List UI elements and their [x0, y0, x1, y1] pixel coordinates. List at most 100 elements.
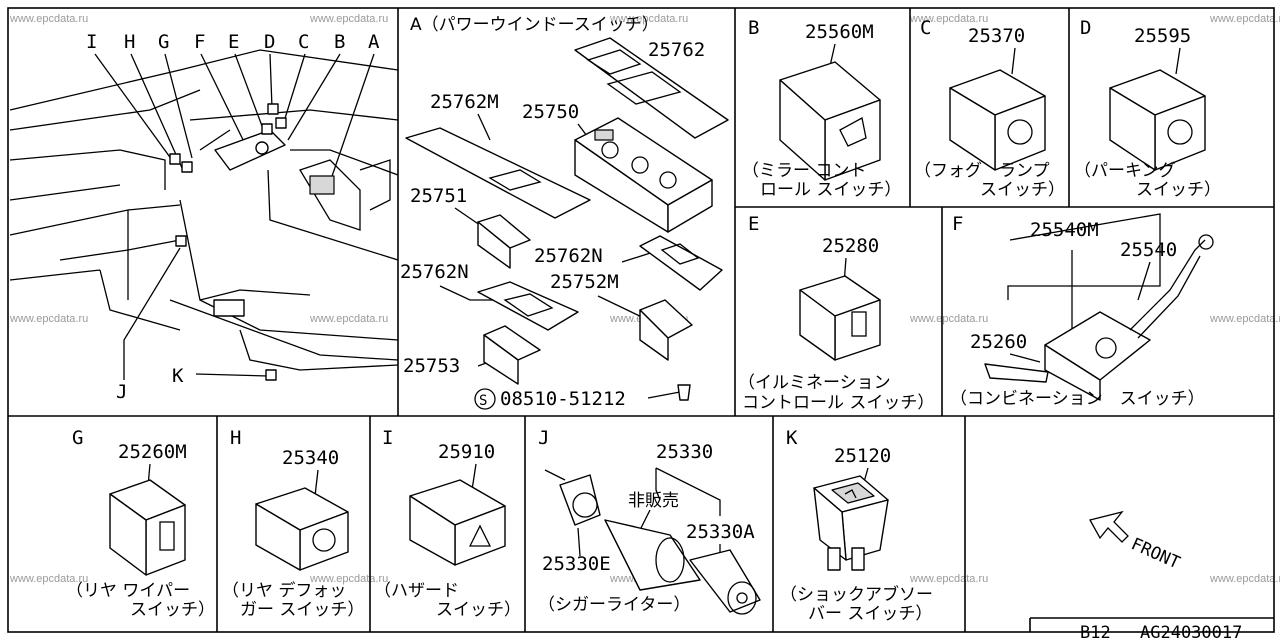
panel-f-letter: F [952, 213, 963, 235]
watermark-text: www.epcdata.ru [1209, 313, 1280, 325]
shock-absorber-arrow-icon [844, 489, 857, 499]
bezel-25762 [574, 37, 729, 139]
panel-d-letter: D [1080, 17, 1091, 39]
panel-e-illumination-switch: E 25280 （イルミネーション コントロール スイッチ） [738, 213, 934, 413]
part-number-25910: 25910 [438, 441, 495, 463]
callout-letter-j: J [116, 381, 127, 403]
part-number-25753: 25753 [403, 355, 460, 377]
caption-h-line2: ガー スイッチ） [240, 600, 364, 620]
callout-letter-a: A [368, 31, 380, 53]
panel-a-power-window: A（パワーウインドースイッチ） 25762 25762M 25750 25751… [400, 15, 729, 410]
watermark-text: www.epcdata.ru [9, 13, 88, 25]
caption-g-line1: （リヤ ワイパー [66, 581, 190, 601]
screw-part-number: 08510-51212 [500, 388, 626, 410]
lever-25260 [984, 363, 1049, 383]
watermark-text: www.epcdata.ru [309, 313, 388, 325]
part-number-25751: 25751 [410, 185, 467, 207]
fog-lamp-icon [1007, 119, 1033, 145]
panel-e-letter: E [748, 213, 759, 235]
caption-c-line2: スイッチ） [980, 180, 1065, 200]
panel-g-rear-wiper-switch: G 25260M （リヤ ワイパー スイッチ） [66, 427, 215, 620]
rear-defogger-icon [312, 528, 336, 552]
panel-c-fog-lamp-switch: C 25370 （フォグ ランプ スイッチ） [914, 17, 1065, 200]
front-arrow-icon [1089, 510, 1129, 543]
part-number-25340: 25340 [282, 447, 339, 469]
caption-b-line2: ロール スイッチ） [760, 180, 901, 200]
dashboard-panel: I H G F E D C B A J K [9, 31, 399, 403]
part-number-25750: 25750 [522, 101, 579, 123]
watermark-text: www.epcdata.ru [1209, 573, 1280, 585]
panel-h-letter: H [230, 427, 241, 449]
part-number-25752m: 25752M [550, 271, 619, 293]
panel-j-cigar-lighter: J 25330 非販売 25330A 25330E （シガーライター） [538, 427, 761, 615]
caption-c-line1: （フォグ ランプ [914, 161, 1050, 181]
front-direction-indicator: FRONT [1089, 510, 1183, 573]
part-number-25762m: 25762M [430, 91, 499, 113]
footer: B12 AG24030017 [1080, 623, 1242, 640]
caption-d-line1: （パーキング [1074, 161, 1176, 181]
watermark-text: www.epcdata.ru [309, 573, 388, 585]
finisher-25762n-left [477, 281, 579, 331]
panel-k-shock-absorber-switch: K 25120 （ショックアブソー バー スイッチ） [780, 427, 933, 624]
callout-letter-b: B [334, 31, 345, 53]
part-number-25260: 25260 [970, 331, 1027, 353]
callout-letter-g: G [158, 31, 169, 53]
callout-letter-i: I [86, 31, 97, 53]
screw-symbol: S [479, 393, 487, 409]
part-number-25540: 25540 [1120, 239, 1177, 261]
caption-d-line2: スイッチ） [1136, 180, 1221, 200]
not-for-sale-label: 非販売 [628, 491, 679, 511]
watermark-text: www.epcdata.ru [9, 573, 88, 585]
part-number-25762: 25762 [648, 39, 705, 61]
part-number-25260m: 25260M [118, 441, 187, 463]
panel-a-title: A（パワーウインドースイッチ） [410, 15, 659, 35]
panel-i-hazard-switch: I 25910 （ハザード スイッチ） [374, 427, 521, 620]
part-number-25280: 25280 [822, 235, 879, 257]
part-number-25370: 25370 [968, 25, 1025, 47]
part-number-25762n-right: 25762N [534, 245, 603, 267]
panel-b-mirror-switch: B 25560M （ミラー コント ロール スイッチ） [742, 17, 901, 200]
callout-letter-e: E [228, 31, 239, 53]
mirror-knob-icon [839, 117, 867, 147]
caption-k-line1: （ショックアブソー [780, 584, 933, 605]
callout-letter-k: K [172, 365, 184, 387]
watermark-text: www.epcdata.ru [909, 13, 988, 25]
part-number-25330: 25330 [656, 441, 713, 463]
part-number-25330e: 25330E [542, 553, 611, 575]
caption-g-line2: スイッチ） [130, 600, 215, 620]
footer-code: AG24030017 [1140, 623, 1242, 640]
panel-b-letter: B [748, 17, 759, 39]
watermark-text: www.epcdata.ru [909, 573, 988, 585]
caption-h-line1: （リヤ デフォッ [222, 580, 346, 601]
caption-b-line1: （ミラー コント [742, 161, 866, 181]
watermark-text: www.epcdata.ru [309, 13, 388, 25]
watermark-text: www.epcdata.ru [609, 13, 688, 25]
panel-g-letter: G [72, 427, 83, 449]
lighter-element [604, 519, 701, 591]
rear-wiper-icon [159, 521, 175, 551]
panel-grid [7, 7, 1275, 633]
finisher-25762m [405, 127, 591, 219]
watermark-text: www.epcdata.ru [1209, 13, 1280, 25]
hazard-triangle-icon [468, 524, 492, 547]
part-number-25560m: 25560M [805, 21, 874, 43]
front-label: FRONT [1128, 534, 1183, 573]
caption-e-line2: コントロール スイッチ） [742, 393, 934, 413]
footer-model: B12 [1080, 623, 1111, 640]
caption-e-line1: （イルミネーション [738, 373, 891, 393]
panel-d-parking-switch: D 25595 （パーキング スイッチ） [1074, 17, 1221, 200]
caption-i-line1: （ハザード [374, 581, 459, 601]
screw-icon [677, 384, 691, 401]
callout-letter-f: F [194, 31, 205, 53]
caption-k-line2: バー スイッチ） [808, 604, 932, 624]
panel-j-letter: J [538, 427, 549, 449]
panel-i-letter: I [382, 427, 393, 449]
part-number-25762n-left: 25762N [400, 261, 469, 283]
callout-letter-c: C [298, 31, 309, 53]
part-number-25330a: 25330A [686, 521, 755, 543]
socket-25330e [559, 474, 601, 526]
panel-f-combination-switch: F 25540M 25540 25260 （コンビネーション スイッチ） [950, 213, 1214, 409]
part-number-25595: 25595 [1134, 25, 1191, 47]
panel-c-letter: C [920, 17, 931, 39]
